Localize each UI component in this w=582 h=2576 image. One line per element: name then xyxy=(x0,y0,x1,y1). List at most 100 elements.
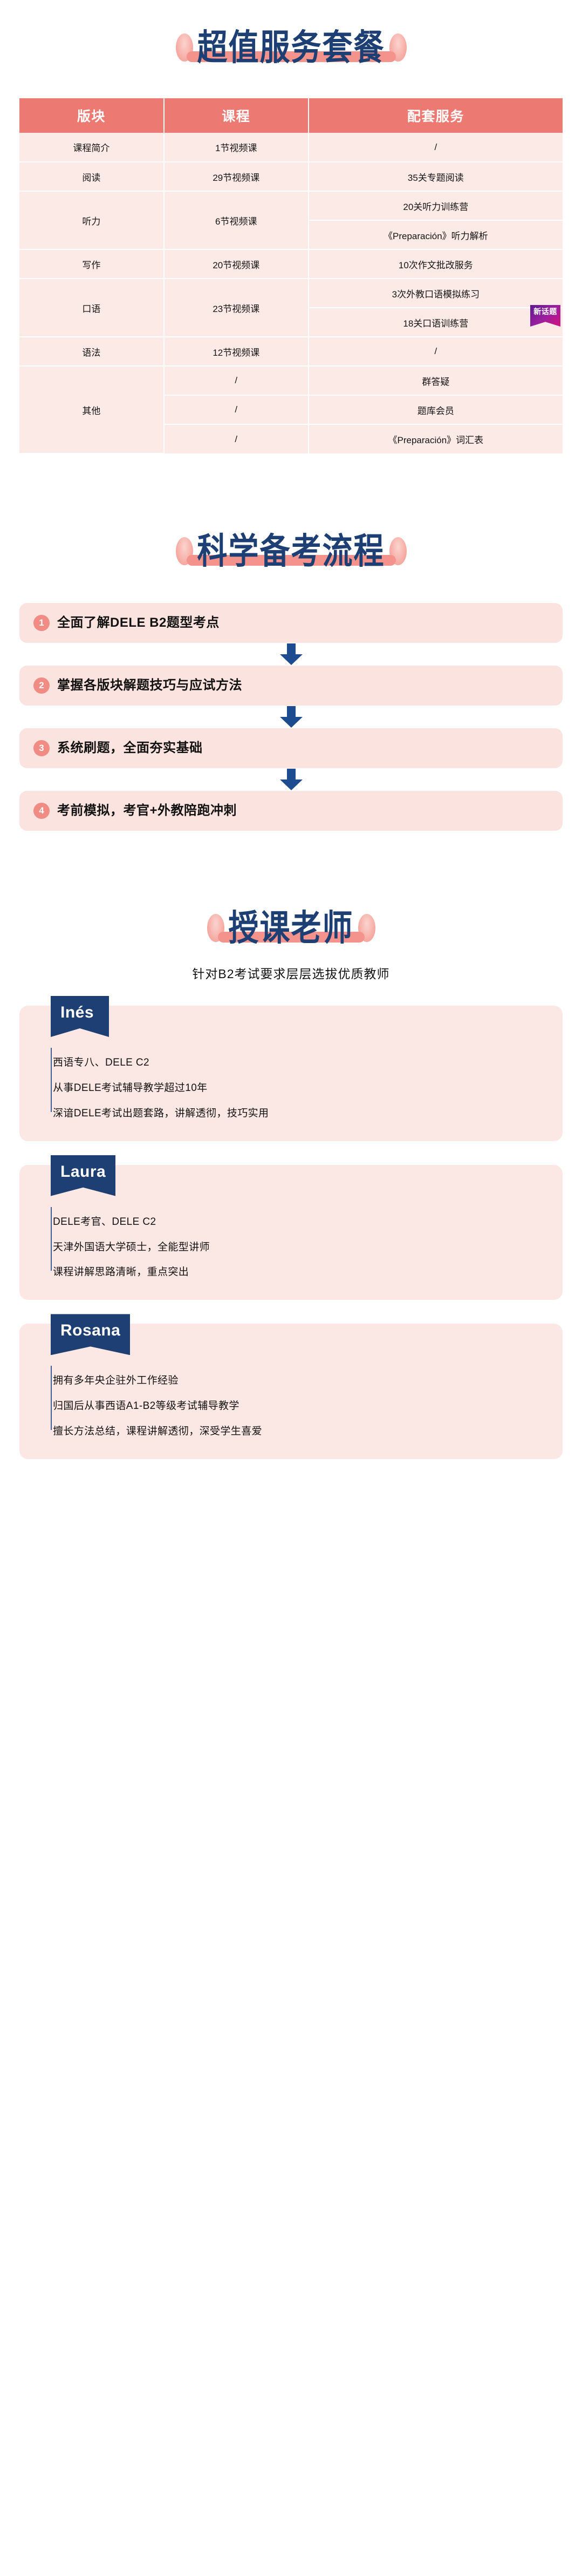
cell-module: 口语 xyxy=(19,279,165,337)
cell-service: 3次外教口语模拟练习 xyxy=(308,279,563,308)
package-section-header: 超值服务套餐 xyxy=(0,15,582,80)
cell-service: 10次作文批改服务 xyxy=(308,249,563,279)
cell-service-label: 18关口语训练营 xyxy=(403,318,469,329)
table-row: 课程简介 1节视频课 / xyxy=(19,133,563,162)
table-header-service: 配套服务 xyxy=(308,98,563,133)
section-gap-1 xyxy=(0,454,582,519)
teacher-bio-line: 天津外国语大学硕士，全能型讲师 xyxy=(53,1241,210,1253)
table-header-course: 课程 xyxy=(163,98,309,133)
cell-service: 群答疑 xyxy=(308,366,563,396)
cell-service: / xyxy=(308,337,563,367)
flow-step-label: 考前模拟，考官+外教陪跑冲刺 xyxy=(57,803,237,818)
teacher-bio-line: DELE考官、DELE C2 xyxy=(53,1216,156,1228)
teacher-bio-line: 深谙DELE考试出题套路，讲解透彻，技巧实用 xyxy=(53,1107,269,1119)
table-row: / 题库会员 xyxy=(19,395,563,425)
teacher-name-tag: Rosana xyxy=(51,1314,131,1355)
package-title-block: 超值服务套餐 xyxy=(186,26,396,67)
cell-module: 其他 xyxy=(19,366,165,454)
flow-arrow-down-icon xyxy=(19,768,563,791)
section-gap-2 xyxy=(0,831,582,896)
flow-section-header: 科学备考流程 xyxy=(0,519,582,584)
teacher-bio: 拥有多年央企驻外工作经验 归国后从事西语A1-B2等级考试辅导教学 擅长方法总结… xyxy=(53,1375,544,1438)
table-row: 18关口语训练营 新话题 xyxy=(19,305,563,337)
teachers-subtitle: 针对B2考试要求层层选拔优质教师 xyxy=(192,967,390,981)
cell-module: 阅读 xyxy=(19,162,165,192)
flow-step-2: 2 掌握各版块解题技巧与应试方法 xyxy=(19,666,563,706)
title-underline-bar xyxy=(186,51,396,63)
cell-module: 课程简介 xyxy=(19,133,165,162)
teacher-bio: 西语专八、DELE C2 从事DELE考试辅导教学超过10年 深谙DELE考试出… xyxy=(53,1057,544,1120)
package-table-wrap: 版块 课程 配套服务 课程简介 1节视频课 / 阅读 29节视频课 35关专题阅… xyxy=(19,98,563,454)
cell-service: 《Preparación》听力解析 xyxy=(308,220,563,250)
teachers-title-block: 授课老师 xyxy=(217,907,365,948)
top-spacer xyxy=(0,0,582,15)
teacher-bio-line: 西语专八、DELE C2 xyxy=(53,1057,150,1068)
teacher-name-tag: Laura xyxy=(51,1155,116,1196)
cell-course: 1节视频课 xyxy=(163,133,309,162)
flow-title-block: 科学备考流程 xyxy=(186,530,396,571)
flow-title: 科学备考流程 xyxy=(197,530,385,571)
teacher-card-rosana: Rosana 拥有多年央企驻外工作经验 归国后从事西语A1-B2等级考试辅导教学… xyxy=(19,1314,563,1460)
teacher-vertical-rule xyxy=(51,1206,52,1271)
new-topic-badge: 新话题 xyxy=(530,305,560,327)
cell-service: / xyxy=(308,133,563,162)
cell-course: 12节视频课 xyxy=(163,337,309,367)
table-row: 口语 23节视频课 3次外教口语模拟练习 xyxy=(19,279,563,337)
teacher-vertical-rule xyxy=(51,1048,52,1112)
cell-service: 《Preparación》词汇表 xyxy=(308,424,563,453)
bottom-spacer xyxy=(0,1459,582,1494)
flow-step-number: 4 xyxy=(33,803,50,819)
teacher-bio: DELE考官、DELE C2 天津外国语大学硕士，全能型讲师 课程讲解思路清晰，… xyxy=(53,1216,544,1279)
flow-step-1: 1 全面了解DELE B2题型考点 xyxy=(19,603,563,643)
table-row: 写作 20节视频课 10次作文批改服务 xyxy=(19,249,563,279)
teacher-vertical-rule xyxy=(51,1366,52,1431)
flow-list: 1 全面了解DELE B2题型考点 2 掌握各版块解题技巧与应试方法 3 系统刷… xyxy=(19,603,563,831)
flow-step-number: 2 xyxy=(33,677,50,694)
flow-step-3: 3 系统刷题，全面夯实基础 xyxy=(19,728,563,768)
table-row: 语法 12节视频课 / xyxy=(19,337,563,367)
title-underline-bar xyxy=(186,555,396,566)
cell-module: 语法 xyxy=(19,337,165,367)
teachers-section-header: 授课老师 xyxy=(0,896,582,960)
cell-course: 23节视频课 xyxy=(163,279,309,337)
flow-step-number: 1 xyxy=(33,615,50,631)
flow-arrow-down-icon xyxy=(19,706,563,728)
teacher-bio-line: 从事DELE考试辅导教学超过10年 xyxy=(53,1082,208,1094)
cell-course: 20节视频课 xyxy=(163,249,309,279)
cell-course: / xyxy=(163,424,309,453)
page-title: 超值服务套餐 xyxy=(197,26,385,67)
table-row: 其他 / 群答疑 xyxy=(19,366,563,454)
flow-step-4: 4 考前模拟，考官+外教陪跑冲刺 xyxy=(19,791,563,831)
cell-service-with-badge: 18关口语训练营 新话题 xyxy=(308,305,563,337)
teacher-card-ines: Inés 西语专八、DELE C2 从事DELE考试辅导教学超过10年 深谙DE… xyxy=(19,996,563,1141)
cell-module: 写作 xyxy=(19,249,165,279)
flow-step-label: 系统刷题，全面夯实基础 xyxy=(57,740,203,755)
package-table: 版块 课程 配套服务 课程简介 1节视频课 / 阅读 29节视频课 35关专题阅… xyxy=(19,98,563,454)
teacher-name-tag: Inés xyxy=(51,996,109,1037)
cell-service: 35关专题阅读 xyxy=(308,162,563,192)
cell-course: 6节视频课 xyxy=(163,191,309,250)
cell-service: 20关听力训练营 xyxy=(308,191,563,221)
table-row: 听力 6节视频课 20关听力训练营 xyxy=(19,191,563,250)
teachers-title: 授课老师 xyxy=(228,907,354,948)
cell-course: 29节视频课 xyxy=(163,162,309,192)
cell-module: 听力 xyxy=(19,191,165,250)
flow-step-number: 3 xyxy=(33,740,50,756)
flow-step-label: 全面了解DELE B2题型考点 xyxy=(57,615,220,630)
flow-arrow-down-icon xyxy=(19,643,563,666)
teacher-bio-line: 课程讲解思路清晰，重点突出 xyxy=(53,1266,189,1278)
table-header-module: 版块 xyxy=(19,98,165,133)
teacher-card-laura: Laura DELE考官、DELE C2 天津外国语大学硕士，全能型讲师 课程讲… xyxy=(19,1155,563,1300)
cell-course: / xyxy=(163,395,309,425)
teacher-bio-line: 归国后从事西语A1-B2等级考试辅导教学 xyxy=(53,1400,239,1412)
teacher-bio-line: 拥有多年央企驻外工作经验 xyxy=(53,1375,179,1387)
table-row: 阅读 29节视频课 35关专题阅读 xyxy=(19,162,563,192)
cell-service: 题库会员 xyxy=(308,395,563,425)
flow-step-label: 掌握各版块解题技巧与应试方法 xyxy=(57,677,242,693)
table-header-row: 版块 课程 配套服务 xyxy=(19,98,563,133)
table-row: / 《Preparación》词汇表 xyxy=(19,424,563,453)
table-row: 《Preparación》听力解析 xyxy=(19,220,563,250)
title-underline-bar xyxy=(217,932,365,943)
teacher-bio-line: 擅长方法总结，课程讲解透彻，深受学生喜爱 xyxy=(53,1426,263,1438)
